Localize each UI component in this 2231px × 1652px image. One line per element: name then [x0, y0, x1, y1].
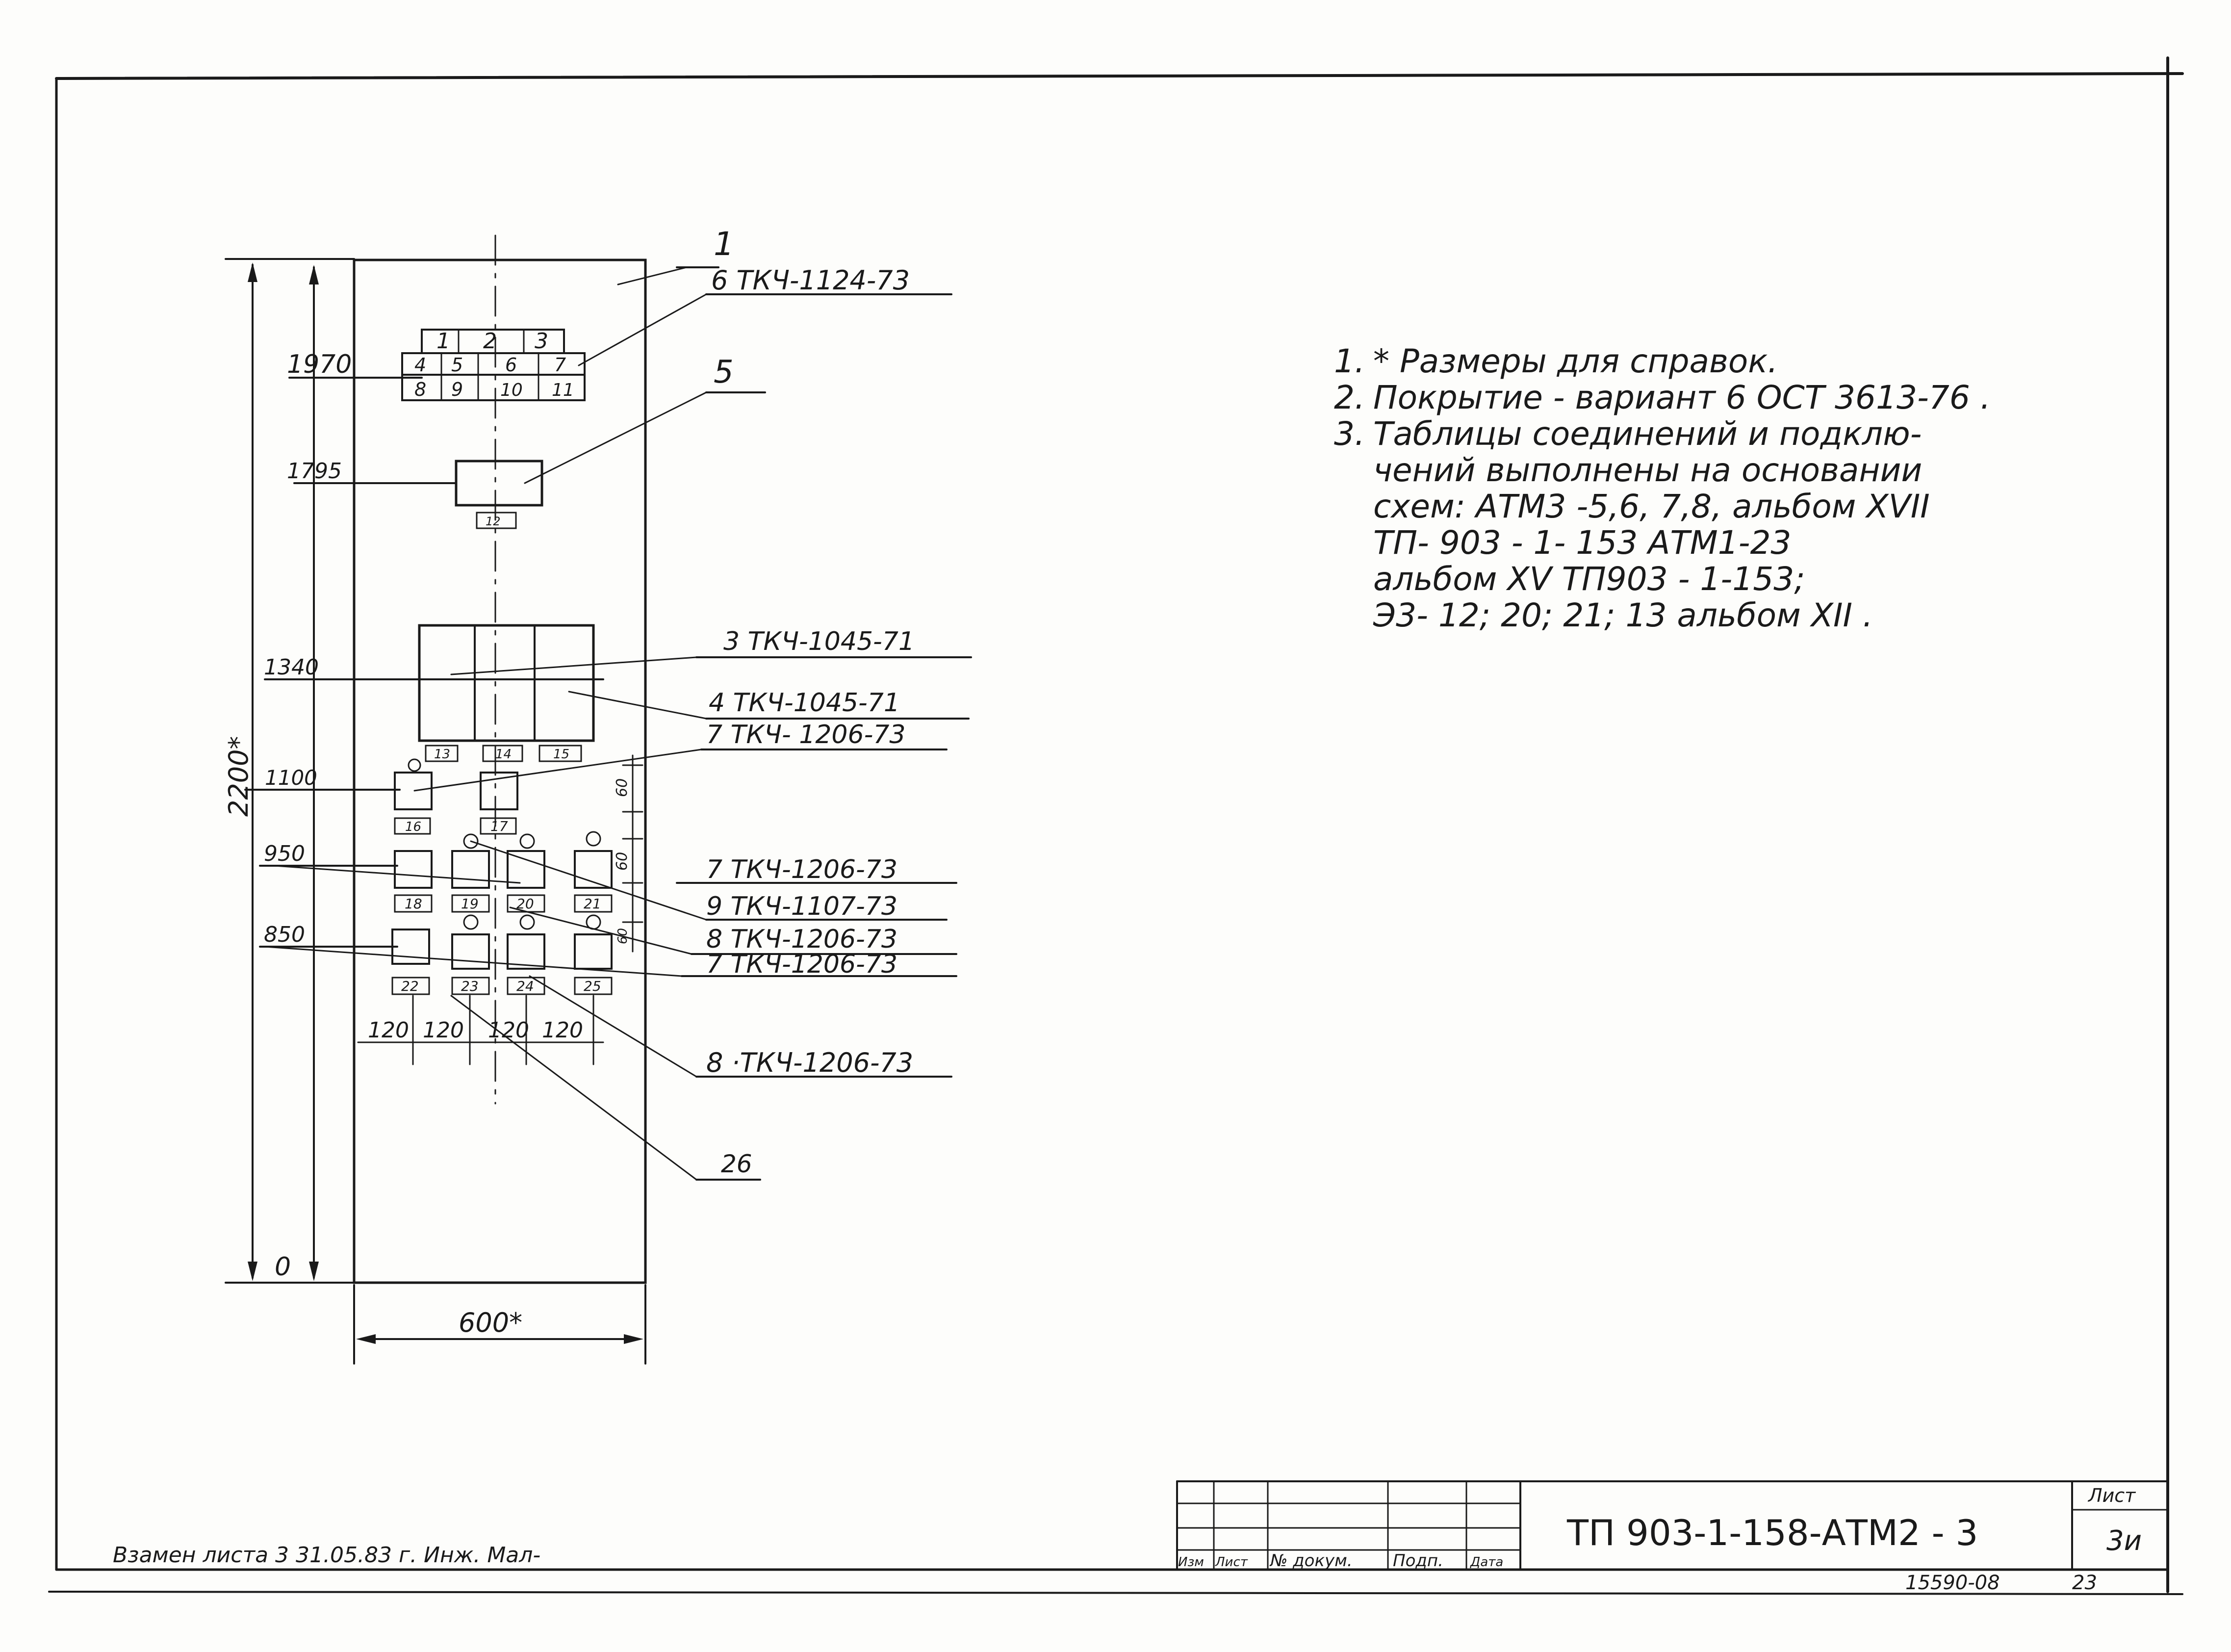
- tag-19-label: 19: [461, 896, 479, 912]
- dim-60-a: 60: [614, 778, 631, 797]
- title-block: [1176, 1480, 2169, 1571]
- drawing-notes: 1. * Размеры для справок. 2. Покрытие - …: [1334, 343, 2070, 634]
- terminal-5: 5: [451, 354, 463, 376]
- archive-page: 23: [2072, 1572, 2097, 1594]
- tag-14-label: 14: [495, 747, 512, 762]
- device-block-3-4: [418, 624, 595, 762]
- stamp-col-izm: Изм: [1178, 1555, 1204, 1570]
- tag-25-label: 25: [584, 978, 601, 994]
- note-2: 2. Покрытие - вариант 6 ОСТ 3613-76 .: [1334, 379, 1991, 416]
- terminal-4: 4: [414, 354, 426, 376]
- note-3-line-3: схем: АТМ3 -5,6, 7,8, альбом XVII: [1373, 488, 1930, 525]
- callout-5: 5: [714, 354, 734, 390]
- stamp-col-data: Дата: [1470, 1555, 1503, 1570]
- replacement-note: Взамен листа 3 31.05.83 г. Инж. Мал-: [113, 1543, 540, 1568]
- height-1100: 1100: [265, 766, 317, 790]
- note-3: 3. Таблицы соединений и подклю-: [1334, 415, 1922, 453]
- spacing-dimension: [357, 995, 604, 1065]
- note-3-line-2: чений выполнены на основании: [1373, 451, 1923, 489]
- callout-leaders: [264, 266, 972, 1181]
- terminal-2: 2: [483, 329, 497, 354]
- callout-7b: 7 ТКЧ-1206-73: [706, 855, 898, 884]
- overall-width-dimension: [353, 1284, 646, 1365]
- tag-21-label: 21: [584, 896, 601, 912]
- tag-18-label: 18: [405, 896, 422, 912]
- device-row-1100: [394, 758, 518, 835]
- callout-3: 3 ТКЧ-1045-71: [723, 627, 915, 656]
- tag-20-label: 20: [516, 896, 534, 912]
- overall-height-dimension: [225, 258, 355, 1284]
- height-1795: 1795: [287, 459, 342, 484]
- overall-height-label: 2200*: [223, 736, 254, 817]
- tag-24-label: 24: [516, 978, 534, 994]
- terminal-block-grid: [401, 329, 586, 401]
- terminal-11: 11: [552, 380, 574, 400]
- device-row-850: [391, 914, 613, 995]
- note-3-line-4: ТП- 903 - 1- 153 АТМ1-23: [1373, 524, 1792, 562]
- terminal-8: 8: [414, 379, 426, 400]
- tag-23-label: 23: [461, 978, 479, 994]
- overall-width-label: 600*: [459, 1307, 522, 1338]
- callout-7c: 7 ТКЧ-1206-73: [706, 950, 898, 979]
- device-5: [455, 460, 543, 507]
- dim-60-c: 60: [615, 928, 630, 944]
- height-850: 850: [264, 922, 305, 947]
- stamp-col-list: Лист: [1215, 1555, 1248, 1570]
- callout-9: 9 ТКЧ-1107-73: [706, 892, 898, 921]
- note-1: 1. * Размеры для справок.: [1334, 342, 1778, 380]
- terminal-9: 9: [451, 379, 463, 400]
- stamp-col-podp: Подп.: [1393, 1551, 1443, 1571]
- device-row-950: [394, 831, 613, 913]
- tag-22-label: 22: [401, 978, 419, 994]
- stamp-col-doc: № докум.: [1269, 1551, 1353, 1571]
- callout-1: 1: [714, 225, 734, 263]
- callout-8a: 8 ТКЧ-1206-73: [706, 925, 898, 954]
- sheet-label: Лист: [2087, 1485, 2136, 1506]
- terminal-10: 10: [500, 380, 523, 400]
- spacing-4: 120: [542, 1018, 583, 1043]
- terminal-1: 1: [436, 329, 450, 354]
- tag-13-label: 13: [434, 747, 450, 762]
- height-reference-lines: [244, 377, 604, 948]
- spacing-3: 120: [488, 1018, 529, 1043]
- tag-12-label: 12: [486, 515, 501, 528]
- callout-4: 4 ТКЧ-1045-71: [709, 688, 900, 718]
- tag-17-label: 17: [490, 818, 508, 834]
- document-designation: ТП 903-1-158-АТМ2 - 3: [1566, 1512, 1978, 1553]
- vertical-60-dimensions: [622, 754, 643, 953]
- note-3-line-5: альбом XV ТП903 - 1-153;: [1373, 560, 1805, 598]
- note-3-line-6: Э3- 12; 20; 21; 13 альбом XII .: [1373, 596, 1873, 634]
- callout-8b: 8 ·ТКЧ-1206-73: [706, 1047, 913, 1078]
- height-1340: 1340: [264, 655, 319, 680]
- spacing-1: 120: [368, 1018, 409, 1043]
- height-950: 950: [264, 841, 305, 866]
- height-0: 0: [275, 1252, 291, 1282]
- height-1970: 1970: [287, 350, 352, 379]
- terminal-6: 6: [505, 354, 517, 376]
- tag-16-label: 16: [405, 820, 421, 834]
- callout-7a: 7 ТКЧ- 1206-73: [706, 720, 906, 749]
- dim-60-b: 60: [614, 852, 631, 871]
- sheet-number: 3и: [2106, 1525, 2142, 1557]
- callout-26: 26: [721, 1150, 752, 1178]
- terminal-3: 3: [535, 329, 548, 354]
- panel-outline: [353, 258, 647, 1284]
- archive-number: 15590-08: [1905, 1572, 2000, 1594]
- spacing-2: 120: [423, 1018, 464, 1043]
- tag-15-label: 15: [553, 747, 569, 762]
- terminal-7: 7: [554, 354, 566, 376]
- sheet-frame: [48, 56, 2184, 1595]
- tag-12: [476, 512, 517, 529]
- callout-6: 6 ТКЧ-1124-73: [711, 265, 910, 296]
